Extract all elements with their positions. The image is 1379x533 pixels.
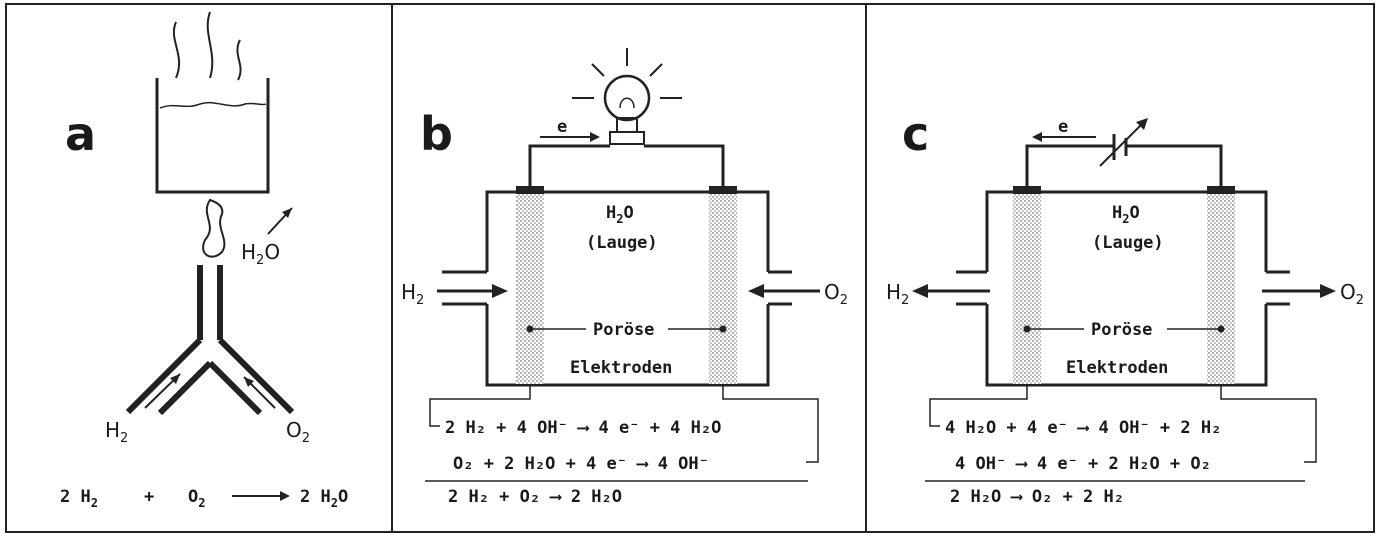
panel-c-eq3: 2 H₂O ⟶ O₂ + 2 H₂	[950, 487, 1124, 507]
panel-b-cell-top	[485, 190, 770, 272]
panel-b-anode-bracket	[429, 386, 531, 427]
panel-c-electrolyte-2: (Lauge)	[1092, 233, 1164, 253]
panel-a-o2-label: O2	[286, 418, 310, 446]
panel-c-wire-left	[1025, 144, 1114, 190]
panel-b-cathode-bracket	[722, 386, 819, 463]
h2-inlet-arrow	[144, 373, 181, 409]
panel-c-h2-pipe	[956, 270, 987, 306]
panel-b-terminal-right	[709, 186, 737, 194]
panel-b-electron-label: e	[557, 117, 567, 137]
panel-b-h2-label: H2	[401, 280, 424, 308]
flame-icon	[202, 198, 226, 258]
panel-b-electron-arrow	[540, 132, 600, 142]
light-bulb-icon	[572, 48, 682, 145]
panel-b-o2-in-arrow	[748, 284, 820, 298]
panel-b: b e	[401, 48, 848, 507]
panel-c-h2-label: H2	[886, 280, 909, 308]
panel-c-cell-bottom	[985, 304, 1268, 387]
o2-inlet-arrow	[243, 376, 276, 409]
panel-b-wire-left	[528, 144, 610, 190]
panel-b-eq1: 2 H₂ + 4 OH⁻ ⟶ 4 e⁻ + 4 H₂O	[445, 418, 721, 438]
panel-c-electrode-left	[1013, 194, 1041, 384]
panel-a-eq-lhs1: 2 H2	[60, 487, 98, 510]
burner-pipe	[125, 265, 295, 416]
panel-a-h2-label: H2	[105, 418, 128, 446]
panel-c-right-bracket	[1220, 386, 1317, 463]
panel-c-electrolyte-1: H2O	[1112, 203, 1140, 226]
panel-c-cell-top	[985, 190, 1268, 272]
steam-icon	[172, 11, 242, 81]
panel-b-electrodes-label: Elektroden	[570, 358, 672, 378]
panel-a-eq-rhs: 2 H2O	[300, 487, 348, 510]
panel-b-label: b	[420, 107, 453, 161]
panel-a-label: a	[65, 107, 96, 161]
panel-c-electron-arrow	[1032, 132, 1096, 142]
panel-b-cell-bottom	[485, 304, 770, 387]
panel-b-eq3: 2 H₂ + O₂ ⟶ 2 H₂O	[448, 487, 622, 507]
panel-b-eq2: O₂ + 2 H₂O + 4 e⁻ ⟶ 4 OH⁻	[453, 454, 709, 474]
panel-b-h2-in-arrow	[437, 284, 508, 298]
panel-a: a	[60, 11, 348, 510]
panel-a-eq-arrow	[232, 491, 290, 501]
panel-b-h2-pipe	[442, 270, 487, 306]
panel-b-porous-label: Poröse	[593, 320, 654, 340]
panel-b-o2-label: O2	[824, 280, 848, 308]
panel-b-cathode	[709, 194, 737, 384]
panel-b-terminal-left	[516, 186, 544, 194]
panel-c-electron-label: e	[1058, 117, 1068, 137]
panel-c-label: c	[902, 107, 929, 161]
panel-c-terminal-left	[1013, 186, 1041, 194]
panel-c-terminal-right	[1207, 186, 1235, 194]
panel-a-h2o-label: H2O	[241, 240, 280, 268]
panel-c-wire-right	[1126, 144, 1223, 190]
panel-c-h2-out-arrow	[912, 284, 990, 298]
panel-c-o2-label: O2	[1340, 280, 1364, 308]
panel-b-electrolyte-2: (Lauge)	[586, 233, 658, 253]
panel-c: c e H2O (Lauge) Poröse	[886, 107, 1364, 507]
panel-b-anode	[516, 194, 544, 384]
panel-b-o2-pipe	[768, 270, 792, 306]
panel-b-wire-right	[644, 144, 725, 190]
panel-a-eq-lhs2: O2	[188, 487, 205, 510]
water-beaker	[155, 78, 270, 194]
panel-b-electrolyte-1: H2O	[606, 203, 634, 226]
panel-a-eq-plus: +	[144, 487, 154, 507]
h2o-out-arrow	[267, 207, 293, 235]
panel-c-electrodes-label: Elektroden	[1066, 358, 1168, 378]
panel-c-left-bracket	[929, 386, 1028, 427]
outer-frame	[5, 3, 1375, 533]
panel-c-eq1: 4 H₂O + 4 e⁻ ⟶ 4 OH⁻ + 2 H₂	[945, 418, 1221, 438]
panel-c-porous-label: Poröse	[1091, 320, 1152, 340]
panel-c-o2-pipe	[1266, 270, 1290, 306]
panel-c-electrode-right	[1207, 194, 1235, 384]
panel-c-o2-out-arrow	[1262, 284, 1336, 298]
panel-c-eq2: 4 OH⁻ ⟶ 4 e⁻ + 2 H₂O + O₂	[955, 454, 1211, 474]
variable-voltage-source-icon	[1099, 118, 1148, 167]
